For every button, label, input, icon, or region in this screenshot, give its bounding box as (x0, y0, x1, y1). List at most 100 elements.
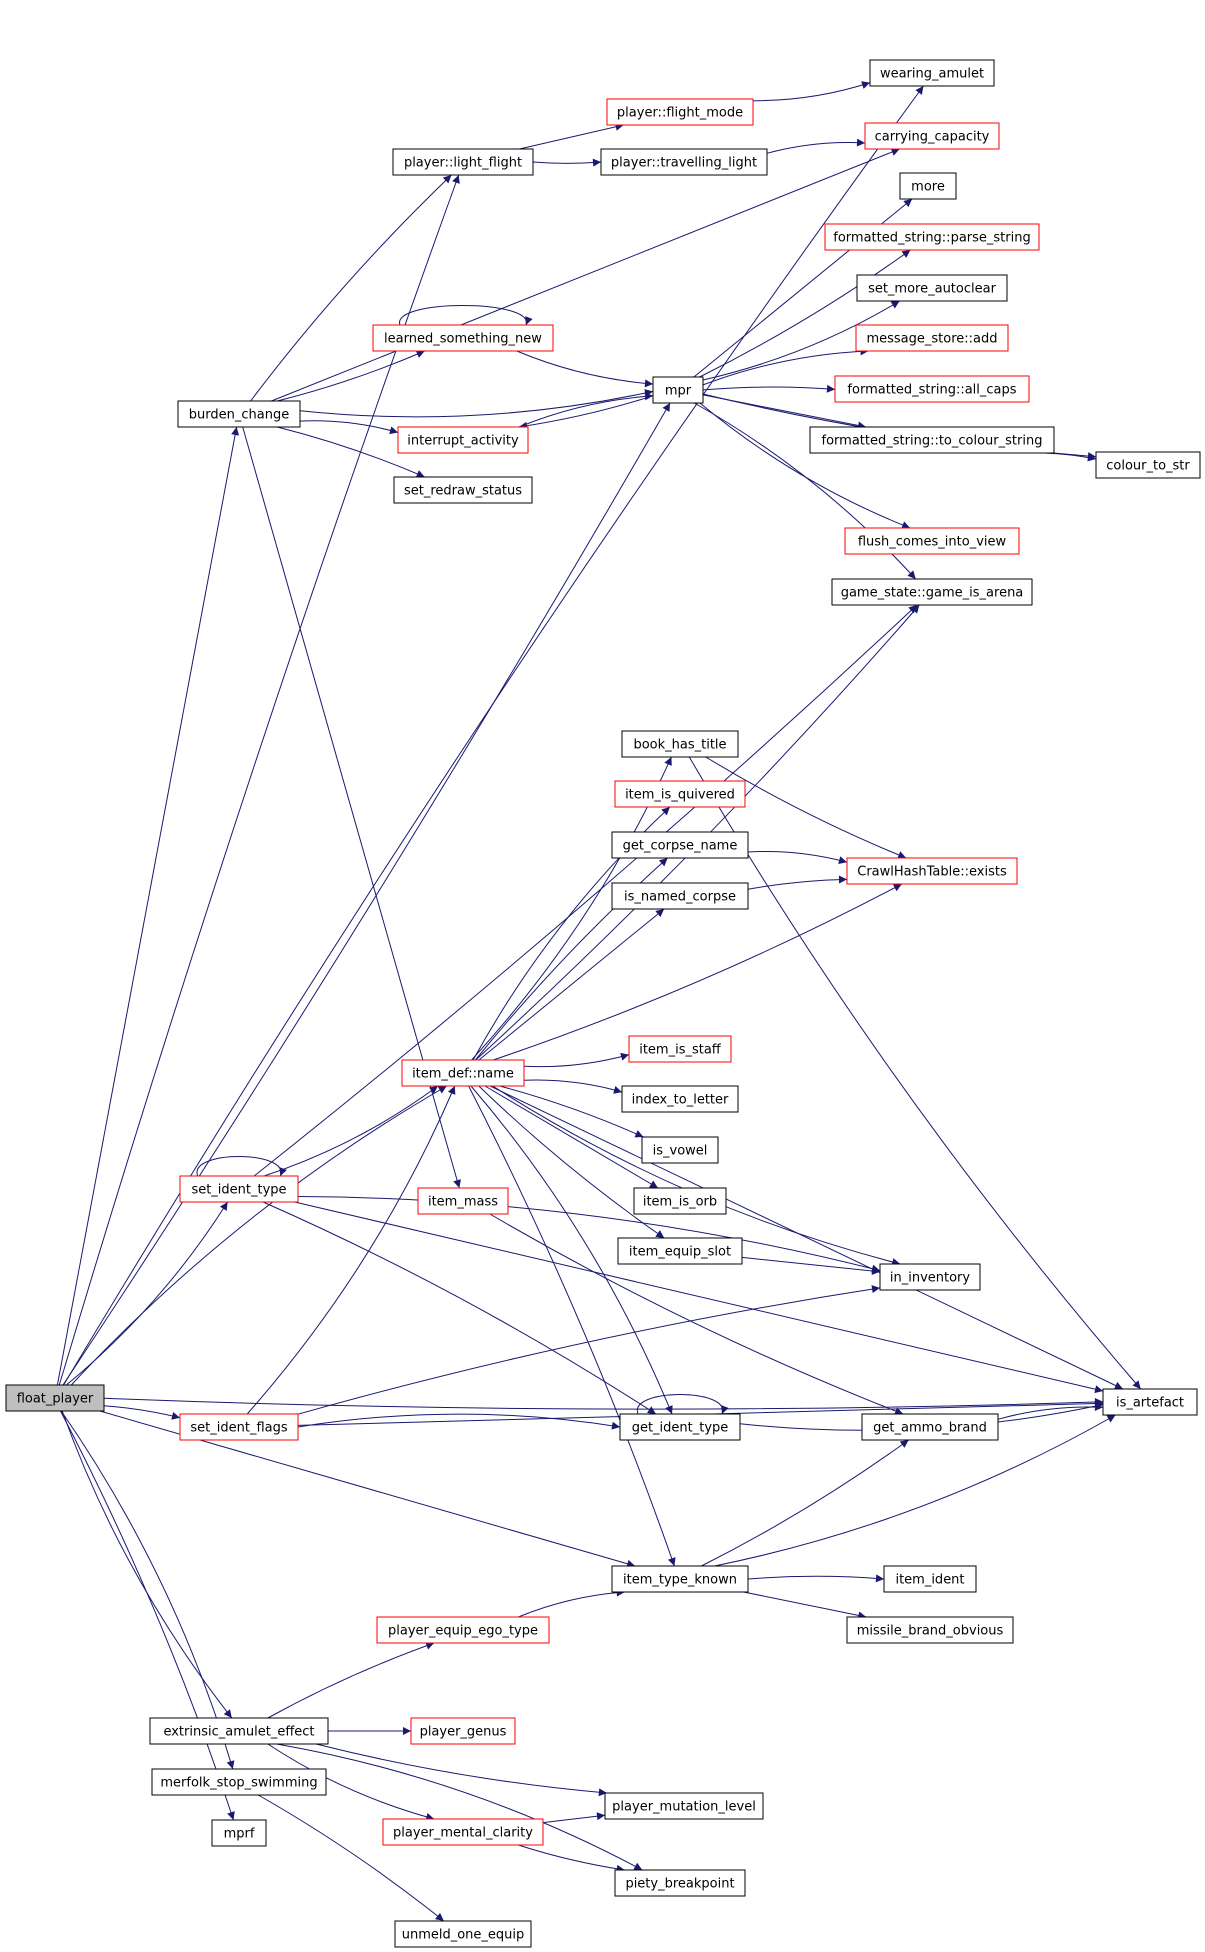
node-float-player[interactable]: float_player (5, 1384, 105, 1412)
node-get-ident-type[interactable]: get_ident_type (619, 1413, 741, 1441)
node-merfolk-stop-swimming[interactable]: merfolk_stop_swimming (151, 1768, 327, 1796)
node-item-is-orb[interactable]: item_is_orb (633, 1187, 727, 1215)
node-box (611, 882, 749, 910)
node-item-type-known[interactable]: item_type_known (611, 1565, 749, 1593)
edge-item_def_name-to-is_artefact (489, 1085, 1124, 1390)
node-item-mass[interactable]: item_mass (417, 1187, 509, 1215)
node-all-caps[interactable]: formatted_string::all_caps (834, 375, 1030, 403)
edge-set_ident_type-to-item_def_name (263, 1085, 439, 1177)
node-extrinsic-amulet-effect[interactable]: extrinsic_amulet_effect (149, 1717, 329, 1745)
node-index-to-letter[interactable]: index_to_letter (621, 1085, 739, 1113)
node-label: CrawlHashTable::exists (857, 865, 1007, 880)
node-mprf[interactable]: mprf (211, 1819, 267, 1847)
edge-item_mass-to-get_ammo_brand (489, 1213, 904, 1415)
edge-item_def_name-to-is_named_corpse (478, 908, 665, 1061)
node-crawlhashtable-exists[interactable]: CrawlHashTable::exists (846, 857, 1018, 885)
node-label: item_type_known (623, 1573, 737, 1588)
node-player-travelling-light[interactable]: player::travelling_light (600, 148, 768, 176)
node-label: player::flight_mode (617, 106, 743, 121)
edge-item_def_name-to-get_corpse_name (475, 857, 668, 1061)
node-label: merfolk_stop_swimming (160, 1776, 317, 1791)
edge-item_type_known-to-is_artefact (714, 1414, 1116, 1567)
node-box (809, 426, 1055, 454)
node-box (652, 376, 704, 404)
node-set-ident-type[interactable]: set_ident_type (179, 1175, 299, 1203)
node-burden-change[interactable]: burden_change (177, 400, 301, 428)
node-item-is-quivered[interactable]: item_is_quivered (614, 780, 746, 808)
node-box (633, 1187, 727, 1215)
edge-player_flight_mode-to-wearing_amulet (752, 81, 871, 102)
node-item-is-staff[interactable]: item_is_staff (628, 1035, 732, 1063)
node-box (376, 1616, 550, 1644)
edge-burden_change-to-player_light_flight (250, 174, 452, 402)
edge-burden_change-to-learned_something_new (277, 350, 425, 402)
node-box (372, 324, 554, 352)
node-is-named-corpse[interactable]: is_named_corpse (611, 882, 749, 910)
node-box (151, 1768, 327, 1796)
node-label: learned_something_new (384, 332, 542, 347)
node-box (879, 1263, 981, 1291)
node-set-redraw-status[interactable]: set_redraw_status (393, 476, 533, 504)
node-to-colour-string[interactable]: formatted_string::to_colour_string (809, 426, 1055, 454)
node-item-equip-slot[interactable]: item_equip_slot (617, 1237, 743, 1265)
node-item-ident[interactable]: item_ident (883, 1565, 977, 1593)
node-player-flight-mode[interactable]: player::flight_mode (606, 98, 754, 126)
node-game-is-arena[interactable]: game_state::game_is_arena (831, 578, 1033, 606)
node-player-mental-clarity[interactable]: player_mental_clarity (382, 1818, 544, 1846)
edge-extrinsic_amulet_effect-to-player_equip_ego_type (267, 1641, 435, 1719)
node-box (844, 527, 1020, 555)
edge-mpr-to-flush_comes_into_view (699, 402, 911, 529)
node-set-ident-flags[interactable]: set_ident_flags (179, 1413, 299, 1441)
node-learned-something-new[interactable]: learned_something_new (372, 324, 554, 352)
node-player-light-flight[interactable]: player::light_flight (392, 148, 534, 176)
edge-item_def_name-to-in_inventory (492, 1085, 901, 1266)
node-missile-brand-obvious[interactable]: missile_brand_obvious (846, 1616, 1014, 1644)
node-box (393, 476, 533, 504)
node-is-artefact[interactable]: is_artefact (1102, 1388, 1198, 1416)
node-parse-string[interactable]: formatted_string::parse_string (824, 223, 1040, 251)
node-box (641, 1136, 719, 1164)
node-get-corpse-name[interactable]: get_corpse_name (611, 831, 749, 859)
node-label: set_ident_flags (190, 1421, 287, 1436)
node-box (614, 1869, 746, 1897)
node-box (864, 122, 1000, 150)
node-box (831, 578, 1033, 606)
node-flush-comes-into-view[interactable]: flush_comes_into_view (844, 527, 1020, 555)
node-player-genus[interactable]: player_genus (410, 1717, 516, 1745)
edge-set_ident_type-to-is_artefact (294, 1201, 1104, 1394)
node-is-vowel[interactable]: is_vowel (641, 1136, 719, 1164)
node-label: mpr (665, 384, 692, 399)
node-box (619, 1413, 741, 1441)
edge-mpr-to-parse_string (699, 249, 911, 378)
node-colour-to-str[interactable]: colour_to_str (1095, 451, 1201, 479)
node-box (824, 223, 1040, 251)
node-box (179, 1413, 299, 1441)
edge-float_player-to-set_ident_flags (103, 1405, 181, 1420)
node-unmeld-one-equip[interactable]: unmeld_one_equip (394, 1920, 532, 1948)
node-mpr[interactable]: mpr (652, 376, 704, 404)
node-item-def-name[interactable]: item_def::name (401, 1059, 525, 1087)
edge-mpr-to-all_caps (702, 384, 836, 393)
node-interrupt-activity[interactable]: interrupt_activity (397, 426, 529, 454)
edge-mpr-to-more (693, 198, 913, 378)
node-carrying-capacity[interactable]: carrying_capacity (864, 122, 1000, 150)
edge-burden_change-to-interrupt_activity (299, 420, 399, 435)
node-box (211, 1819, 267, 1847)
node-book-has-title[interactable]: book_has_title (621, 730, 739, 758)
node-label: colour_to_str (1106, 459, 1190, 474)
node-get-ammo-brand[interactable]: get_ammo_brand (861, 1413, 999, 1441)
node-message-store-add[interactable]: message_store::add (855, 324, 1009, 352)
node-set-more-autoclear[interactable]: set_more_autoclear (856, 274, 1008, 302)
node-label: item_is_orb (643, 1195, 717, 1210)
node-label: item_def::name (412, 1067, 514, 1082)
node-in-inventory[interactable]: in_inventory (879, 1263, 981, 1291)
node-label: is_artefact (1116, 1396, 1184, 1411)
edge-set_ident_type-to-game_is_arena (253, 604, 918, 1177)
node-label: item_mass (428, 1195, 498, 1210)
node-player-equip-ego-type[interactable]: player_equip_ego_type (376, 1616, 550, 1644)
node-player-mutation-level[interactable]: player_mutation_level (604, 1792, 764, 1820)
node-more[interactable]: more (899, 172, 957, 200)
edge-player_mental_clarity-to-player_mutation_level (542, 1812, 606, 1824)
node-wearing-amulet[interactable]: wearing_amulet (869, 59, 995, 87)
node-piety-breakpoint[interactable]: piety_breakpoint (614, 1869, 746, 1897)
